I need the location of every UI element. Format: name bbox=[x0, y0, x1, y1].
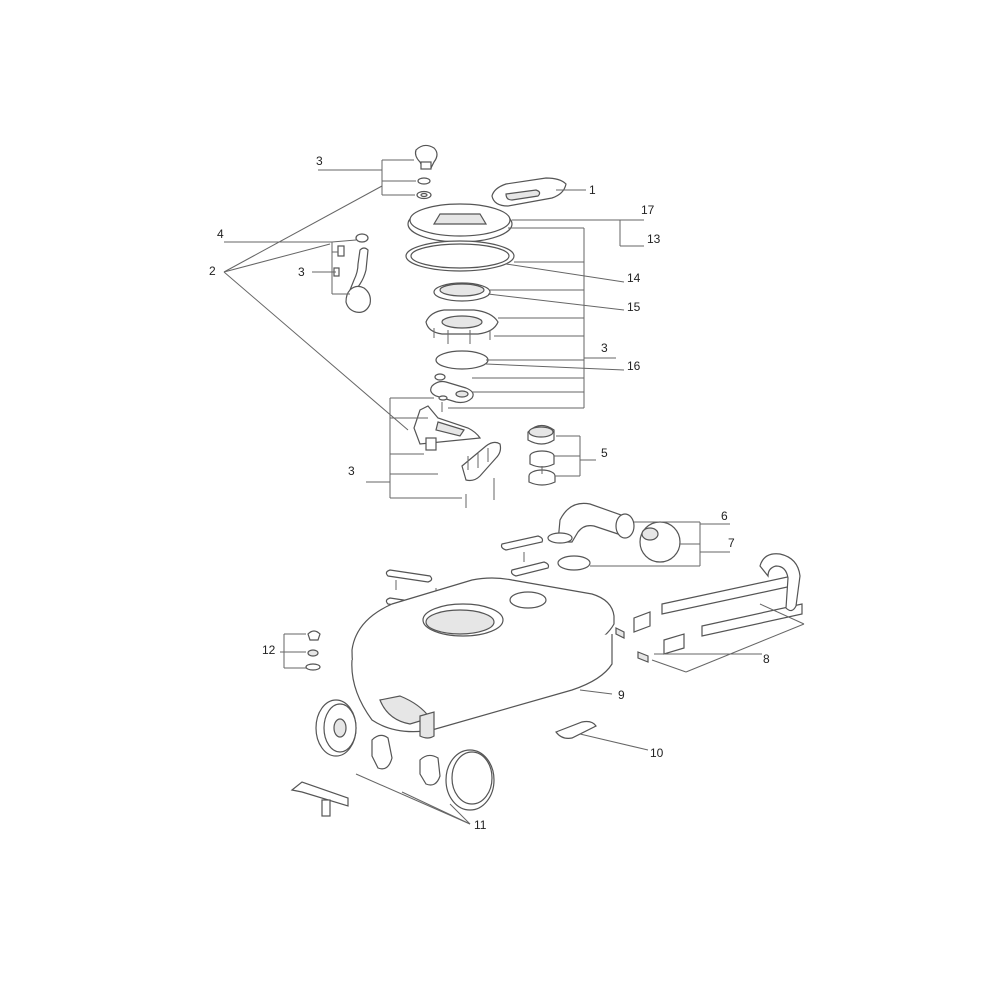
label-5: 5 bbox=[601, 446, 608, 460]
part-cap-base bbox=[528, 466, 556, 486]
part-seal-ring-medium bbox=[433, 282, 491, 302]
part-vent-knob bbox=[307, 630, 321, 641]
part-bracket bbox=[555, 720, 597, 739]
part-handle-clip-1 bbox=[615, 611, 651, 639]
part-cap-ring bbox=[529, 450, 555, 468]
label-2: 2 bbox=[209, 264, 216, 278]
part-valve-disc bbox=[435, 350, 489, 370]
label-9: 9 bbox=[618, 688, 625, 702]
part-blade-guide bbox=[461, 441, 502, 508]
part-pipe-cap bbox=[639, 521, 681, 563]
label-12: 12 bbox=[262, 643, 276, 657]
part-valve-lever bbox=[430, 373, 474, 412]
part-axle-clip-1 bbox=[371, 734, 393, 770]
label-3-top: 3 bbox=[316, 154, 323, 168]
part-wheel-bracket bbox=[290, 781, 349, 817]
part-wheel-left bbox=[315, 699, 357, 757]
part-vent-washer bbox=[305, 663, 321, 671]
label-6: 6 bbox=[721, 509, 728, 523]
label-15: 15 bbox=[627, 300, 641, 314]
label-16: 16 bbox=[627, 359, 641, 373]
label-4: 4 bbox=[217, 227, 224, 241]
part-lid-pad bbox=[491, 177, 567, 207]
part-washer-small-1 bbox=[417, 177, 431, 185]
part-mount-plate bbox=[425, 309, 499, 344]
part-slide-mechanism bbox=[413, 405, 482, 451]
part-handle-clip-2 bbox=[637, 633, 685, 663]
part-vent-spring bbox=[307, 649, 319, 657]
part-tank-body bbox=[351, 577, 615, 739]
label-7: 7 bbox=[728, 536, 735, 550]
label-17: 17 bbox=[641, 203, 655, 217]
label-8: 8 bbox=[763, 652, 770, 666]
label-13: 13 bbox=[647, 232, 661, 246]
part-lid-plate-right bbox=[500, 535, 550, 577]
label-3-lower: 3 bbox=[348, 464, 355, 478]
part-knob-top bbox=[414, 144, 438, 170]
part-axle-clip-2 bbox=[419, 754, 441, 786]
part-wheel-right bbox=[445, 749, 495, 811]
part-pipe-seal bbox=[557, 555, 591, 571]
label-1: 1 bbox=[589, 183, 596, 197]
leader-lines bbox=[223, 159, 805, 825]
label-14: 14 bbox=[627, 271, 641, 285]
part-elbow-pipe bbox=[547, 502, 635, 544]
label-11: 11 bbox=[474, 818, 487, 832]
part-top-cover bbox=[407, 203, 513, 243]
label-3-right: 3 bbox=[601, 341, 608, 355]
part-filler-cap bbox=[527, 424, 555, 445]
label-10: 10 bbox=[650, 746, 664, 760]
part-seal-ring-large bbox=[405, 240, 515, 272]
part-handle-arm bbox=[333, 233, 371, 313]
label-3-left: 3 bbox=[298, 265, 305, 279]
